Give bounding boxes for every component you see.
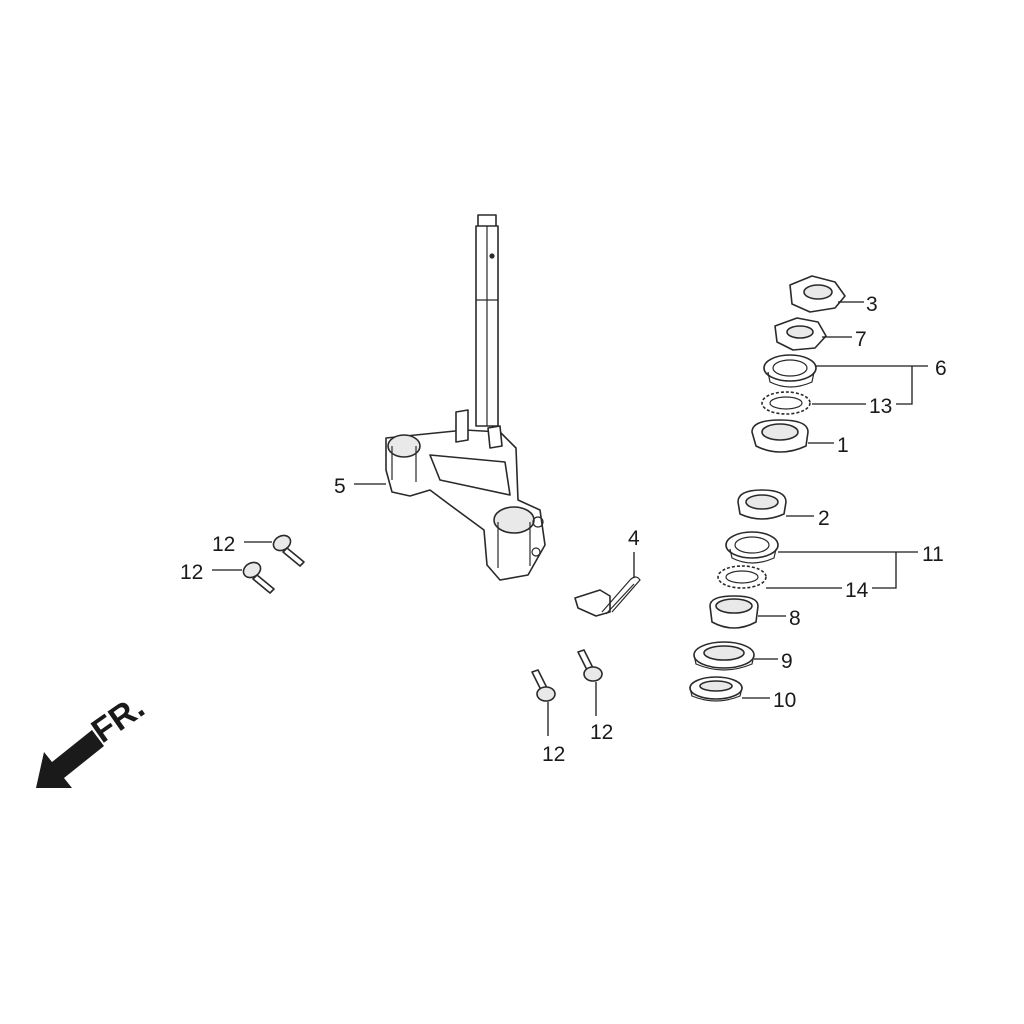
bolt-part-bottom-left (531, 669, 556, 702)
bolt-part-left-lower (242, 561, 275, 594)
top-cone-race-part (737, 489, 787, 520)
leader-lines (212, 301, 928, 736)
lock-nut-part (774, 317, 827, 351)
callout-12-bottom-right: 12 (590, 721, 613, 744)
upper-cone-race-part (751, 419, 809, 453)
lower-ball-retainer-part (717, 565, 767, 589)
callout-6: 6 (935, 357, 947, 380)
callout-11: 11 (922, 543, 944, 566)
callout-14: 14 (845, 579, 869, 602)
bolt-part-left-upper (272, 534, 305, 567)
top-nut-part (789, 275, 846, 313)
callout-12-left-upper: 12 (212, 533, 235, 556)
callout-9: 9 (781, 650, 793, 673)
upper-ball-race-part (763, 354, 817, 388)
bottom-cone-race-part (709, 595, 759, 629)
front-direction-indicator: FR. (36, 688, 151, 788)
callout-3: 3 (866, 293, 878, 316)
dust-seal-part (693, 641, 755, 671)
callout-5: 5 (334, 475, 346, 498)
callout-8: 8 (789, 607, 801, 630)
spring-clip-part (574, 576, 641, 617)
callout-12-left-lower: 12 (180, 561, 203, 584)
callout-13: 13 (869, 395, 892, 418)
callout-12-bottom-left: 12 (542, 743, 565, 766)
upper-ball-retainer-part (761, 391, 811, 415)
steering-stem-part (385, 214, 546, 581)
bolt-part-bottom-right (577, 649, 603, 682)
lower-ball-race-part (725, 531, 779, 564)
callout-2: 2 (818, 507, 830, 530)
callout-4: 4 (628, 527, 640, 550)
callout-1: 1 (837, 434, 849, 457)
callout-7: 7 (855, 328, 867, 351)
callout-labels: 3 7 6 13 1 2 11 14 8 9 10 4 5 12 12 12 1… (180, 293, 947, 766)
washer-part (689, 676, 743, 702)
callout-10: 10 (773, 689, 796, 712)
arrow-down-left-icon (36, 730, 104, 788)
